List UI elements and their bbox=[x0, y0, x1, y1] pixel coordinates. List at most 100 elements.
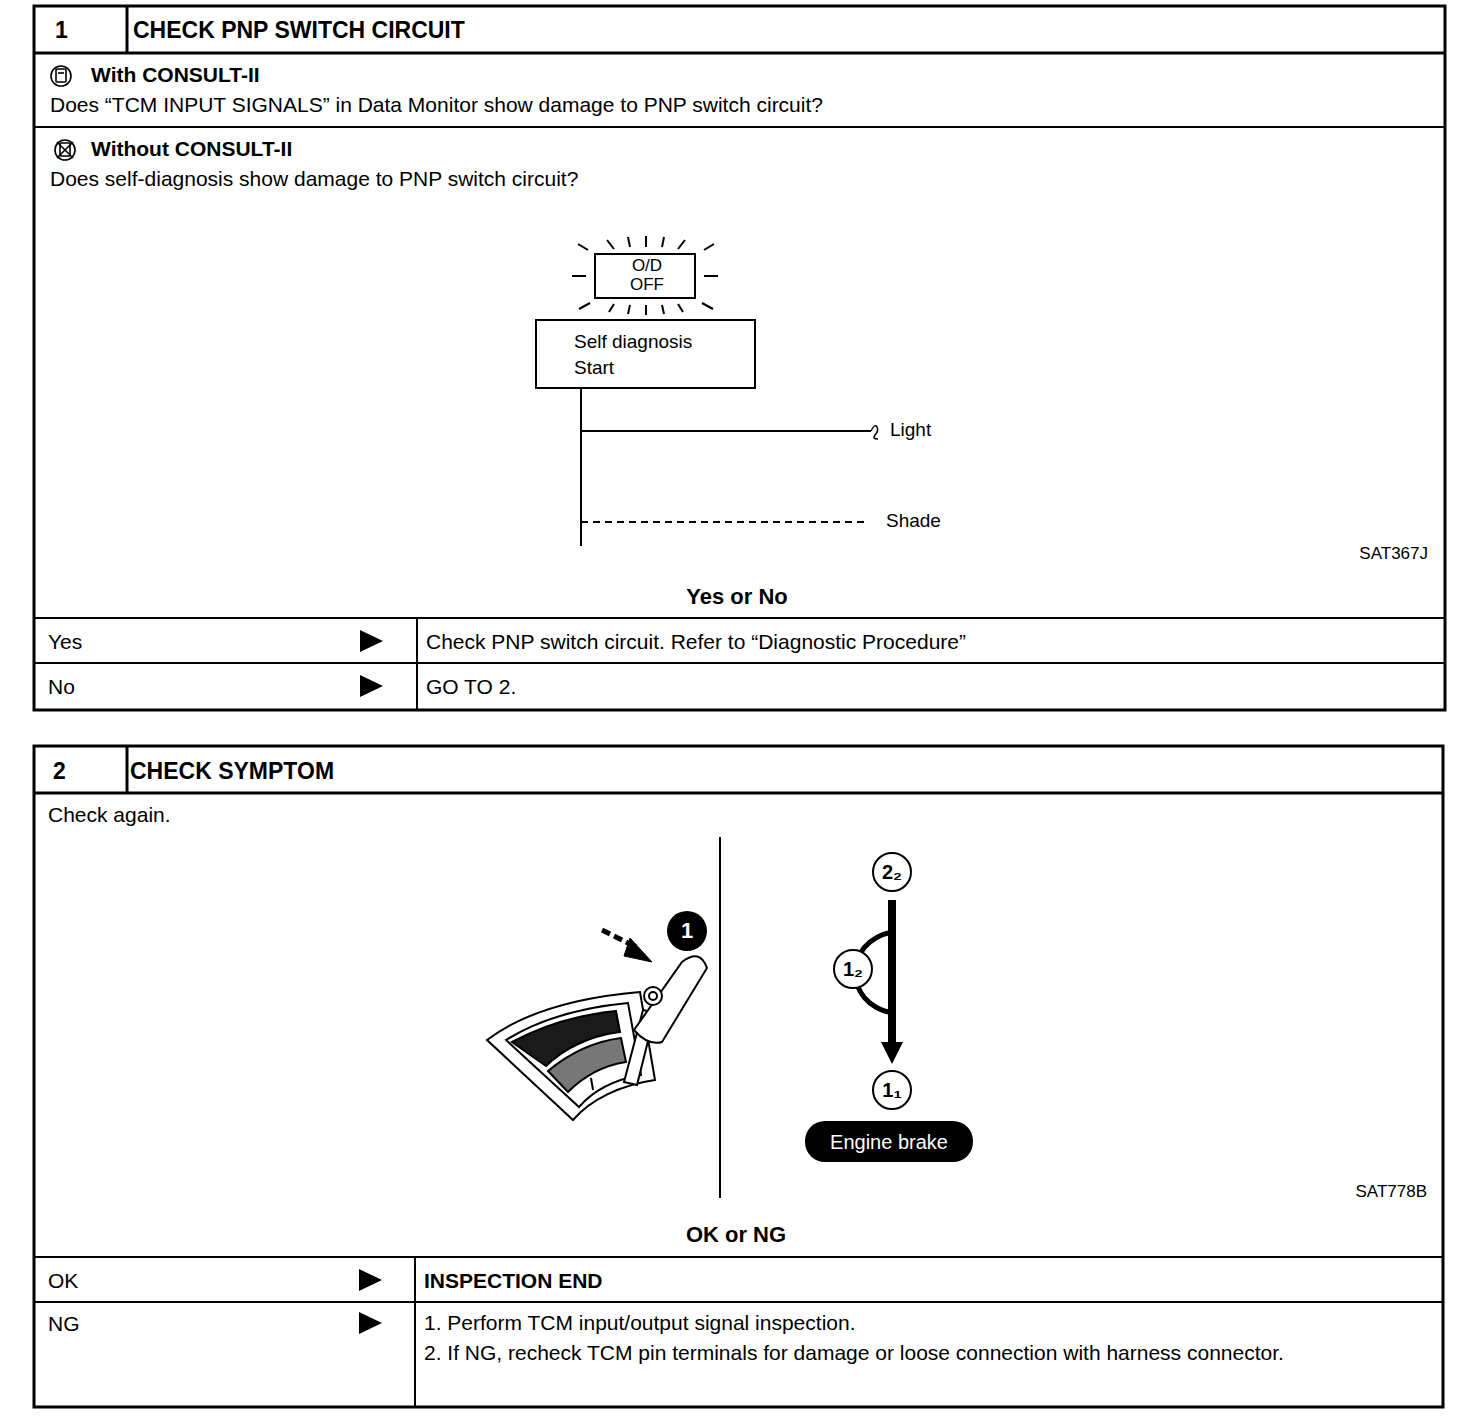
node-text: Check PNP switch circuit. Refer to “Diag… bbox=[426, 629, 966, 654]
position-mark bbox=[591, 1078, 593, 1090]
node-text: NG bbox=[48, 1311, 80, 1336]
push-arrow-dash bbox=[614, 936, 622, 940]
push-arrow bbox=[602, 930, 652, 962]
position-circle: 1₂ bbox=[833, 949, 873, 989]
arrow-triangle bbox=[360, 630, 383, 652]
node-text: Self diagnosis Start bbox=[574, 329, 724, 380]
lamp-ray bbox=[572, 275, 586, 277]
action-cell: Check PNP switch circuit. Refer to “Diag… bbox=[417, 618, 1446, 663]
signal-label: Light bbox=[890, 419, 931, 442]
table-border bbox=[34, 746, 1443, 1407]
table-line bbox=[126, 746, 129, 793]
node-text: O/D OFF bbox=[596, 256, 698, 296]
timing-chart bbox=[581, 389, 878, 546]
gate-plate bbox=[487, 992, 655, 1120]
lamp-ray bbox=[645, 236, 647, 247]
lamp-ray bbox=[578, 244, 588, 250]
action-cell: INSPECTION END bbox=[415, 1257, 1444, 1302]
shade-line bbox=[581, 521, 868, 523]
no-consult-icon bbox=[55, 140, 75, 160]
node-text: OK bbox=[48, 1268, 78, 1293]
arrow-triangle bbox=[359, 1312, 382, 1334]
process-box: Self diagnosis Start bbox=[535, 319, 756, 389]
action-cell: GO TO 2. bbox=[417, 663, 1446, 709]
answer-prompt: Yes or No bbox=[587, 584, 887, 610]
answer-cell: Yes bbox=[33, 618, 417, 663]
node-text: Does “TCM INPUT SIGNALS” in Data Monitor… bbox=[50, 92, 823, 117]
action-cell: 1. Perform TCM input/output signal inspe… bbox=[415, 1302, 1444, 1406]
answer-cell: OK bbox=[33, 1257, 415, 1302]
shift-lever-illustration bbox=[487, 956, 707, 1120]
condition-row: O/D OFFSelf diagnosis StartWithout CONSU… bbox=[33, 127, 1446, 618]
push-arrow-head bbox=[624, 938, 652, 962]
node-text: Check again. bbox=[48, 802, 171, 827]
condition-row: With CONSULT-II Does “TCM INPUT SIGNALS” … bbox=[33, 53, 1446, 127]
position-circle: 2₂ bbox=[872, 852, 912, 892]
figure-code: SAT778B bbox=[1355, 1182, 1427, 1202]
table-line bbox=[414, 1257, 416, 1406]
node-text: With CONSULT-II bbox=[91, 62, 260, 87]
node-text: No bbox=[48, 674, 75, 699]
lamp-ray bbox=[662, 305, 664, 314]
node-text: 2. If NG, recheck TCM pin terminals for … bbox=[424, 1340, 1434, 1365]
callout-number: 1 bbox=[667, 911, 707, 951]
node-text: Yes bbox=[48, 629, 82, 654]
arrow-triangle bbox=[359, 1269, 382, 1291]
table-line bbox=[126, 6, 129, 53]
consult-icon bbox=[58, 72, 64, 74]
table-line bbox=[34, 617, 1445, 619]
node-text: 2₂ bbox=[882, 860, 902, 884]
indicator-band bbox=[548, 1038, 626, 1092]
lamp-ray bbox=[678, 304, 683, 312]
lamp-ray bbox=[645, 305, 647, 315]
node-text: 1₂ bbox=[843, 957, 863, 981]
gate-slot bbox=[506, 1003, 641, 1107]
step-header: 12₂1₂1₁Engine brakeCheck again.OKINSPECT… bbox=[33, 745, 1444, 793]
engine-brake-badge: Engine brake bbox=[805, 1121, 973, 1162]
lever-knob bbox=[634, 956, 707, 1043]
lamp-ray bbox=[607, 240, 614, 249]
table-line bbox=[34, 1256, 1443, 1258]
answer-prompt: OK or NG bbox=[586, 1222, 886, 1248]
lamp-ray bbox=[704, 244, 714, 250]
consult-icon bbox=[51, 66, 71, 86]
lamp-ray bbox=[704, 275, 718, 277]
step-header: With CONSULT-IIDoes “TCM INPUT SIGNALS” … bbox=[33, 5, 1446, 53]
lamp-text: O/D OFF bbox=[622, 257, 672, 294]
position-circle: 1₁ bbox=[872, 1070, 912, 1110]
no-consult-icon bbox=[57, 142, 73, 158]
node-text: INSPECTION END bbox=[424, 1268, 603, 1293]
divider-line bbox=[719, 837, 721, 1198]
lamp-ray bbox=[628, 237, 630, 247]
table-line bbox=[34, 1301, 1443, 1303]
node-text: CHECK PNP SWITCH CIRCUIT bbox=[133, 17, 465, 45]
push-arrow-dash bbox=[602, 930, 610, 934]
lamp-ray bbox=[579, 303, 590, 309]
node-text: Does self-diagnosis show damage to PNP s… bbox=[50, 166, 578, 191]
lamp-ray bbox=[662, 237, 664, 247]
lever-button bbox=[644, 987, 662, 1005]
no-consult-icon bbox=[57, 142, 73, 158]
node-text: GO TO 2. bbox=[426, 674, 516, 699]
indicator-lamp: O/D OFF bbox=[594, 253, 696, 299]
table-line bbox=[34, 126, 1445, 128]
answer-cell: NG bbox=[33, 1302, 415, 1406]
lamp-rays bbox=[572, 236, 718, 315]
node-text: 2 bbox=[53, 758, 66, 786]
table-line bbox=[416, 618, 418, 709]
table-line bbox=[34, 662, 1445, 664]
node-text: 1₁ bbox=[882, 1078, 901, 1102]
table-border bbox=[34, 6, 1445, 710]
lamp-ray bbox=[678, 240, 685, 249]
signal-label: Shade bbox=[886, 510, 941, 533]
lever-button bbox=[649, 992, 657, 1000]
node-text: 1 bbox=[681, 918, 693, 944]
consult-icon bbox=[56, 69, 66, 82]
answer-cell: No bbox=[33, 663, 417, 709]
arrow-triangles bbox=[359, 630, 383, 1334]
figure-code: SAT367J bbox=[1359, 544, 1428, 564]
